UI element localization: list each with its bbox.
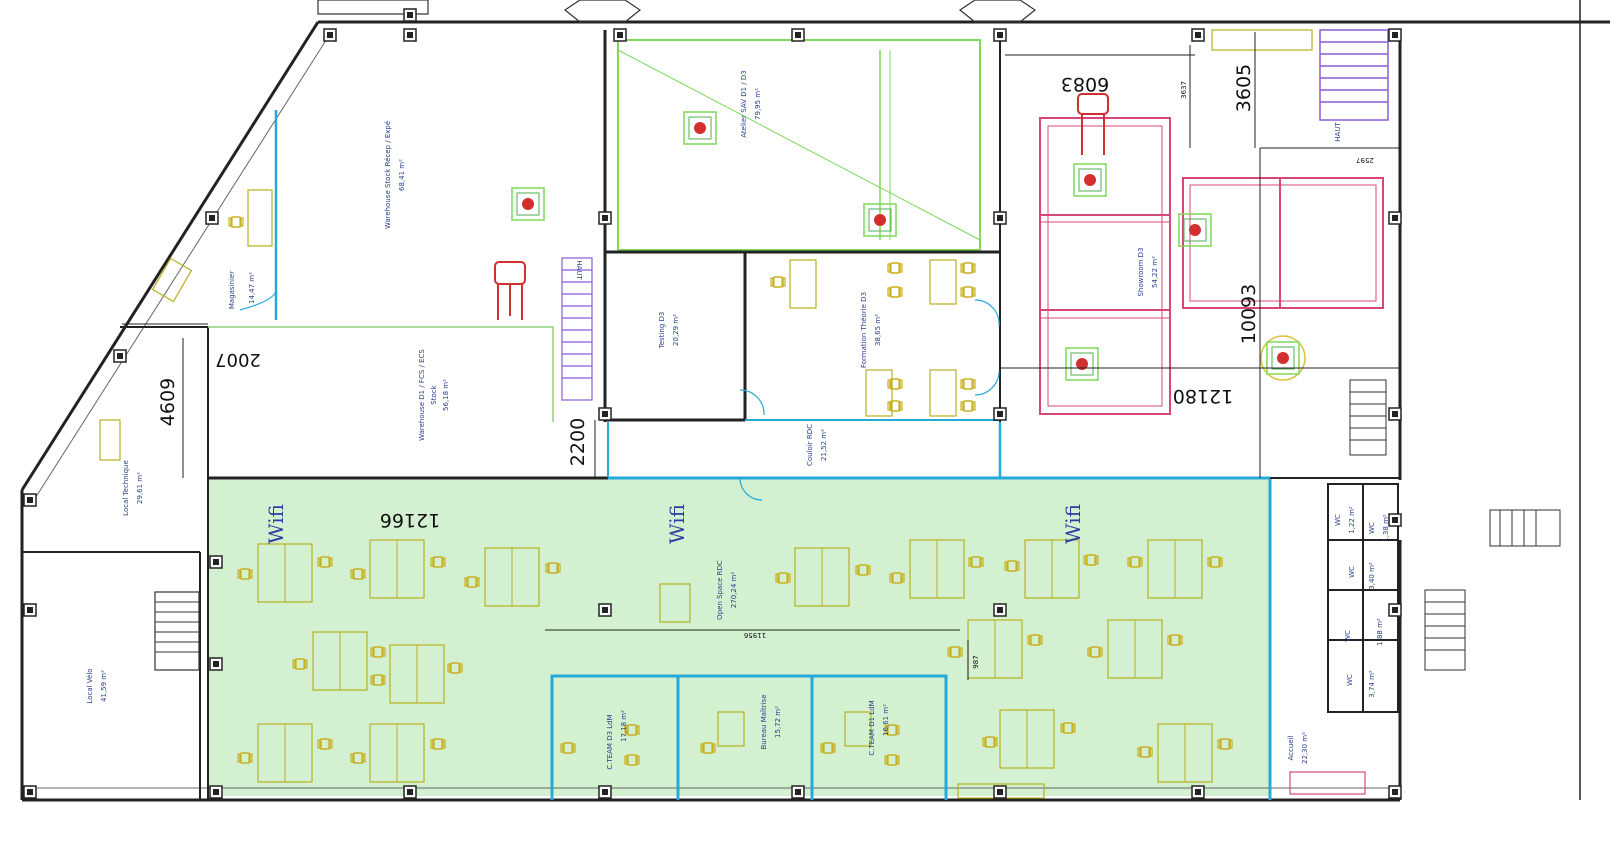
room-cteam-d3-area: 17,18 m²	[620, 710, 628, 742]
open-space-area	[208, 478, 1270, 796]
room-wc3-area: 3,40 m²	[1368, 562, 1376, 590]
room-wc2: WC	[1368, 522, 1376, 534]
room-warehouse-d1-area: 56,18 m²	[442, 379, 450, 411]
room-showroom-area: 54,22 m²	[1151, 256, 1159, 288]
room-warehouse-stock-area: 68,41 m²	[398, 159, 406, 191]
room-testing: Testing D3	[658, 312, 666, 350]
room-local-velo-area: 41,59 m²	[100, 670, 108, 702]
wifi-label-3: Wifi	[1061, 504, 1085, 544]
room-warehouse-d1-sub: Stock	[430, 384, 438, 404]
facade-details	[317, 0, 1037, 23]
stair-small	[561, 257, 593, 401]
dim-4609: 4609	[157, 378, 179, 426]
room-cteam-d1-area: 16,61 m²	[882, 704, 890, 736]
door-formation2	[974, 371, 1000, 396]
dim-12180: 12180	[1173, 385, 1233, 407]
atelier-sav-room	[617, 39, 981, 251]
door-formation	[974, 299, 1000, 327]
outer-wall-inner	[33, 33, 331, 501]
dim-2597: 2597	[1356, 156, 1374, 164]
room-formation: Formation Théorie D3	[860, 292, 868, 368]
room-accueil: Accueil	[1287, 735, 1295, 760]
room-wc3: WC	[1348, 566, 1356, 578]
dimension-lines	[122, 32, 1400, 680]
room-couloir: Couloir RDC	[806, 424, 814, 466]
room-bureau: Bureau Maîtrise	[760, 694, 768, 749]
label-haut-1: HAUT	[1334, 122, 1342, 142]
room-wc5-area: 3,74 m²	[1368, 670, 1376, 698]
room-formation-area: 38,65 m²	[874, 314, 882, 346]
equipment-markers	[494, 93, 1306, 381]
left-rooms	[22, 326, 209, 800]
dim-3605: 3605	[1233, 64, 1255, 112]
room-labels: Warehouse Stock Récep / Expé 68,41 m² Ma…	[86, 70, 1390, 769]
room-open-space-area: 270,24 m²	[730, 572, 738, 609]
room-wc2-area: 1,38 m²	[1382, 514, 1390, 542]
dim-2007: 2007	[215, 349, 261, 370]
room-cteam-d1: C.TEAM D1 LdM	[868, 700, 876, 755]
stair-main	[1319, 29, 1389, 121]
room-couloir-area: 21,52 m²	[820, 429, 828, 461]
desks	[99, 29, 1313, 799]
room-local-technique-area: 29,61 m²	[136, 472, 144, 504]
stair-velo-steps	[155, 601, 199, 653]
door-couloir	[739, 477, 763, 501]
warehouse-walls	[208, 110, 608, 480]
dim-11956: 11956	[743, 631, 766, 639]
dim-6083: 6083	[1061, 73, 1109, 95]
testing-formation-walls	[605, 250, 1000, 422]
reception-desk	[1289, 771, 1366, 795]
room-testing-area: 20,29 m²	[672, 314, 680, 346]
label-haut-2: HAUT	[575, 260, 583, 280]
room-magasinier: Magasinier	[228, 271, 236, 309]
wc-block	[1327, 483, 1399, 713]
stair-velo	[154, 591, 200, 671]
wifi-label-2: Wifi	[665, 504, 689, 544]
room-showroom: Showroom D3	[1137, 247, 1145, 296]
room-warehouse-d1: Warehouse D1 / FCS / ECS	[418, 349, 426, 441]
room-atelier-sav: Atelier SAV D1 / D3	[740, 70, 748, 137]
door-testing	[739, 389, 765, 416]
room-magasinier-area: 14,47 m²	[248, 272, 256, 304]
dim-2200: 2200	[567, 418, 589, 466]
room-local-technique: Local Technique	[122, 460, 130, 516]
room-warehouse-stock: Warehouse Stock Récep / Expé	[384, 121, 392, 229]
room-bureau-area: 15,72 m²	[774, 706, 782, 738]
room-cteam-d3: C.TEAM D3 LdM	[606, 714, 614, 769]
dim-10093: 10093	[1238, 284, 1260, 344]
room-atelier-sav-area: 79,95 m²	[754, 88, 762, 120]
showroom-frame	[1039, 117, 1384, 415]
office-partitions	[550, 674, 948, 800]
room-wc4-area: 1,88 m²	[1376, 618, 1384, 646]
room-open-space: Open Space RDC	[716, 560, 724, 620]
room-wc4: WC	[1344, 630, 1352, 642]
room-accueil-area: 22,30 m²	[1301, 732, 1309, 764]
wifi-label-1: Wifi	[264, 504, 288, 544]
stair-right	[1349, 379, 1561, 671]
outer-walls	[20, 0, 1610, 802]
room-wc1-area: 1,22 m²	[1348, 506, 1356, 534]
room-local-velo: Local Vélo	[86, 668, 94, 703]
dim-3637: 3637	[1180, 81, 1188, 99]
room-wc1: WC	[1334, 514, 1342, 526]
dim-12166: 12166	[380, 509, 440, 531]
dim-987: 987	[972, 655, 980, 668]
room-wc5: WC	[1346, 674, 1354, 686]
